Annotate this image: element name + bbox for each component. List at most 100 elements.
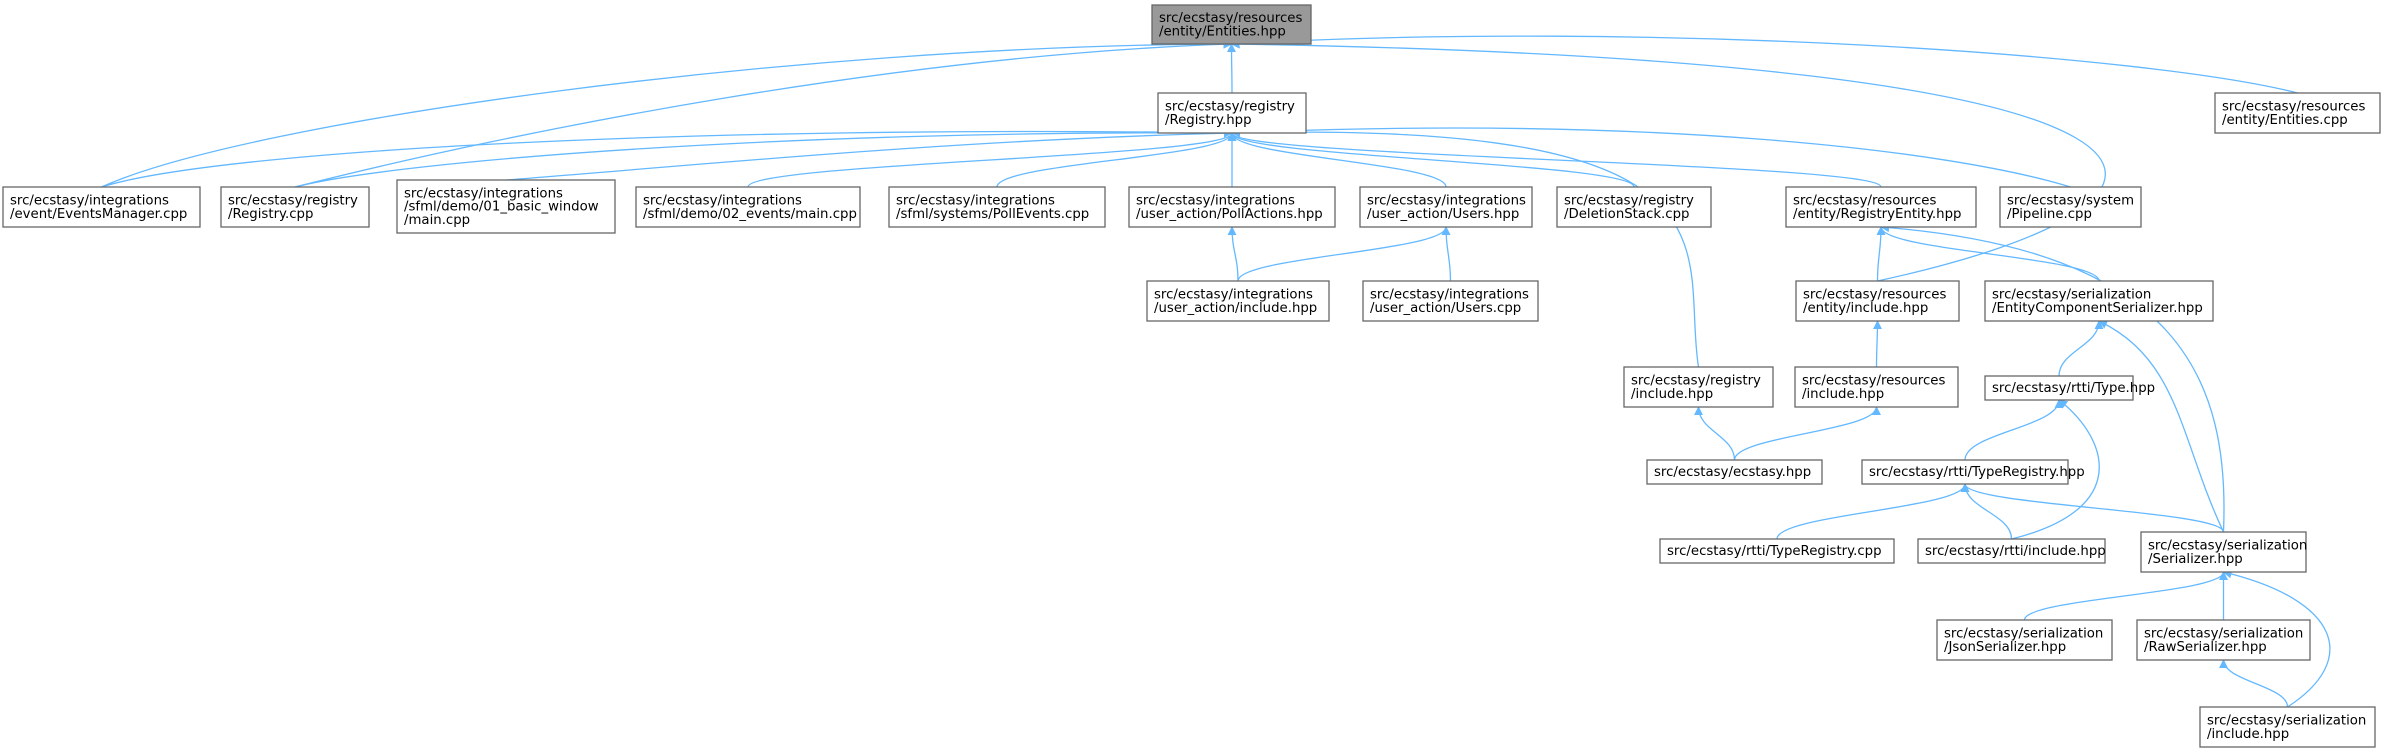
node-label-line: /EntityComponentSerializer.hpp xyxy=(1992,301,2203,316)
node-entities-hpp[interactable]: src/ecstasy/resources/entity/Entities.hp… xyxy=(1151,4,1312,45)
node-label-line: src/ecstasy/integrations xyxy=(404,186,563,201)
edge-type_hpp-to-ec_serializer_hpp xyxy=(2058,320,2104,377)
edge-serializer_hpp-to-ec_serializer_hpp xyxy=(2098,320,2225,533)
edge-type_registry_hpp-to-type_hpp xyxy=(1964,399,2064,461)
edge-serialization_include-to-raw_serializer_hpp xyxy=(2219,659,2289,708)
node-box xyxy=(1861,459,2069,485)
node-label-line: /user_action/PollActions.hpp xyxy=(1136,207,1323,222)
node-label-line: src/ecstasy/serialization xyxy=(2144,627,2303,642)
edge-rtti_include-to-type_registry_hpp xyxy=(1960,483,2013,540)
node-label-line: src/ecstasy/resources xyxy=(1793,194,1936,209)
edge-registry_hpp-to-entities_hpp xyxy=(1227,43,1237,94)
node-box xyxy=(1359,186,1533,228)
node-box xyxy=(1936,619,2113,661)
node-label-line: src/ecstasy/serialization xyxy=(2148,539,2307,554)
node-box xyxy=(1794,366,1959,408)
edge-json_serializer_hpp-to-serializer_hpp xyxy=(2023,571,2228,621)
node-label-line: src/ecstasy/system xyxy=(2007,194,2134,209)
node-label-line: /user_action/Users.cpp xyxy=(1370,301,1521,316)
node-serialization-include[interactable]: src/ecstasy/serialization/include.hpp xyxy=(2199,706,2376,748)
node-label-line: src/ecstasy/rtti/TypeRegistry.hpp xyxy=(1869,465,2085,480)
node-deletion-stack-cpp[interactable]: src/ecstasy/registry/DeletionStack.cpp xyxy=(1556,186,1712,228)
node-label-line: /JsonSerializer.hpp xyxy=(1944,640,2066,655)
node-label-line: /RawSerializer.hpp xyxy=(2144,640,2267,655)
edge-type_registry_cpp-to-type_registry_hpp xyxy=(1776,483,1970,540)
node-label-line: /event/EventsManager.cpp xyxy=(10,207,187,222)
node-type-registry-hpp[interactable]: src/ecstasy/rtti/TypeRegistry.hpp xyxy=(1861,459,2085,485)
edge-serializer_hpp-to-registry_entity_hpp xyxy=(1880,223,2225,533)
edge-layer xyxy=(101,35,2331,708)
node-box xyxy=(1999,186,2142,228)
node-label-line: /DeletionStack.cpp xyxy=(1564,207,1689,222)
node-label-line: src/ecstasy/resources xyxy=(1159,11,1302,26)
edge-events_main-to-registry_hpp xyxy=(747,132,1237,188)
node-events-main[interactable]: src/ecstasy/integrations/sfml/demo/02_ev… xyxy=(635,186,861,228)
node-box xyxy=(1795,280,1960,322)
node-serializer-hpp[interactable]: src/ecstasy/serialization/Serializer.hpp xyxy=(2140,531,2307,573)
node-registry-cpp[interactable]: src/ecstasy/registry/Registry.cpp xyxy=(220,186,370,228)
node-label-line: src/ecstasy/integrations xyxy=(10,194,169,209)
node-box xyxy=(396,179,616,234)
node-label-line: src/ecstasy/serialization xyxy=(2207,714,2366,729)
node-label-line: /include.hpp xyxy=(1631,387,1713,402)
edge-registry_cpp-to-registry_hpp xyxy=(294,128,1233,188)
node-box xyxy=(635,186,861,228)
node-label-line: /main.cpp xyxy=(404,213,470,228)
node-label-line: src/ecstasy/resources xyxy=(2222,100,2365,115)
edge-registry_cpp-to-entities_hpp xyxy=(294,39,1233,188)
node-registry-include[interactable]: src/ecstasy/registry/include.hpp xyxy=(1623,366,1774,408)
node-label-line: /entity/Entities.hpp xyxy=(1159,24,1286,39)
node-label-line: /Registry.hpp xyxy=(1165,113,1252,128)
node-label-line: src/ecstasy/rtti/TypeRegistry.cpp xyxy=(1667,544,1882,559)
node-label-line: src/ecstasy/serialization xyxy=(1992,288,2151,303)
node-registry-hpp[interactable]: src/ecstasy/registry/Registry.hpp xyxy=(1157,92,1307,134)
node-label-line: /Serializer.hpp xyxy=(2148,552,2243,567)
node-label-line: /entity/include.hpp xyxy=(1803,301,1928,316)
node-resources-include[interactable]: src/ecstasy/resources/include.hpp xyxy=(1794,366,1959,408)
node-label-line: /sfml/systems/PollEvents.cpp xyxy=(896,207,1089,222)
node-registry-entity-hpp[interactable]: src/ecstasy/resources/entity/RegistryEnt… xyxy=(1785,186,1977,228)
node-pipeline-cpp[interactable]: src/ecstasy/system/Pipeline.cpp xyxy=(1999,186,2142,228)
node-raw-serializer-hpp[interactable]: src/ecstasy/serialization/RawSerializer.… xyxy=(2136,619,2311,661)
edge-basic_window_main-to-registry_hpp xyxy=(505,128,1233,181)
node-type-registry-cpp[interactable]: src/ecstasy/rtti/TypeRegistry.cpp xyxy=(1659,538,1895,564)
node-events-manager-cpp[interactable]: src/ecstasy/integrations/event/EventsMan… xyxy=(2,186,201,228)
node-user-action-include[interactable]: src/ecstasy/integrations/user_action/inc… xyxy=(1146,280,1330,322)
node-box xyxy=(2136,619,2311,661)
node-type-hpp[interactable]: src/ecstasy/rtti/Type.hpp xyxy=(1984,375,2155,401)
node-ec-serializer-hpp[interactable]: src/ecstasy/serialization/EntityComponen… xyxy=(1984,280,2214,322)
node-label-line: src/ecstasy/registry xyxy=(1165,100,1295,115)
edge-entities_cpp-to-entities_hpp xyxy=(1230,35,2298,94)
node-box xyxy=(1157,92,1307,134)
edge-serializer_hpp-to-type_registry_hpp xyxy=(1960,483,2225,533)
node-label-line: src/ecstasy/ecstasy.hpp xyxy=(1654,465,1811,480)
node-users-hpp[interactable]: src/ecstasy/integrations/user_action/Use… xyxy=(1359,186,1533,228)
node-entity-include[interactable]: src/ecstasy/resources/entity/include.hpp xyxy=(1795,280,1960,322)
node-box xyxy=(1556,186,1712,228)
node-layer: src/ecstasy/resources/entity/Entities.hp… xyxy=(2,4,2381,748)
node-label-line: /include.hpp xyxy=(2207,727,2289,742)
edge-users_hpp-to-registry_hpp xyxy=(1227,132,1447,188)
node-label-line: src/ecstasy/registry xyxy=(228,194,358,209)
node-poll-actions-hpp[interactable]: src/ecstasy/integrations/user_action/Pol… xyxy=(1128,186,1336,228)
edge-entity_include-to-entities_hpp xyxy=(1230,39,2106,282)
edge-users_cpp-to-users_hpp xyxy=(1441,226,1452,282)
node-entities-cpp[interactable]: src/ecstasy/resources/entity/Entities.cp… xyxy=(2214,92,2381,134)
node-label-line: src/ecstasy/rtti/Type.hpp xyxy=(1992,381,2155,396)
node-ecstasy-hpp[interactable]: src/ecstasy/ecstasy.hpp xyxy=(1646,459,1823,485)
node-label-line: /user_action/Users.hpp xyxy=(1367,207,1519,222)
node-json-serializer-hpp[interactable]: src/ecstasy/serialization/JsonSerializer… xyxy=(1936,619,2113,661)
node-box xyxy=(2214,92,2381,134)
node-label-line: /Pipeline.cpp xyxy=(2007,207,2092,222)
node-basic-window-main[interactable]: src/ecstasy/integrations/sfml/demo/01_ba… xyxy=(396,179,616,234)
node-box xyxy=(1984,375,2134,401)
edge-events_manager_cpp-to-registry_hpp xyxy=(101,128,1233,188)
node-box xyxy=(1151,4,1312,45)
node-rtti-include[interactable]: src/ecstasy/rtti/include.hpp xyxy=(1917,538,2106,564)
node-users-cpp[interactable]: src/ecstasy/integrations/user_action/Use… xyxy=(1362,280,1539,322)
node-label-line: /entity/Entities.cpp xyxy=(2222,113,2348,128)
node-box xyxy=(1146,280,1330,322)
node-poll-events-cpp[interactable]: src/ecstasy/integrations/sfml/systems/Po… xyxy=(888,186,1106,228)
node-label-line: /user_action/include.hpp xyxy=(1154,301,1317,316)
